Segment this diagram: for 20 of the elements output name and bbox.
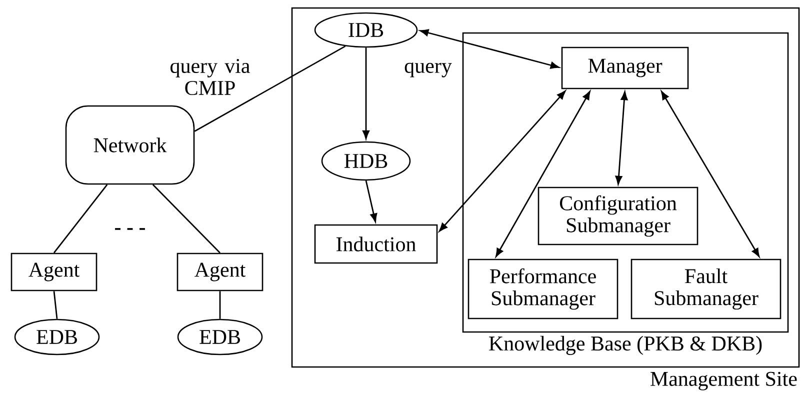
process-box: Fault Submanager: [630, 258, 782, 320]
arrow: [438, 90, 566, 232]
process-box: Agent: [176, 252, 264, 292]
process-box: Induction: [314, 224, 438, 264]
arrow: [615, 91, 628, 185]
arrow: [496, 91, 590, 257]
arrow: [420, 29, 560, 69]
ellipsis-mark: - - -: [115, 228, 145, 230]
network-cloud: Network: [65, 105, 195, 185]
arrow: [661, 91, 760, 257]
node-label: Management Site: [650, 372, 797, 390]
node-label: Knowledge Base (PKB & DKB): [489, 336, 762, 355]
arrow: [365, 180, 378, 222]
arrow: [362, 48, 370, 140]
process-box: Agent: [10, 252, 98, 292]
process-box: Performance Submanager: [468, 258, 618, 320]
edge-label: query via CMIP: [164, 58, 256, 96]
edge-label: query: [403, 62, 453, 78]
process-box: Configuration Submanager: [538, 186, 698, 246]
process-box: Manager: [561, 46, 689, 90]
